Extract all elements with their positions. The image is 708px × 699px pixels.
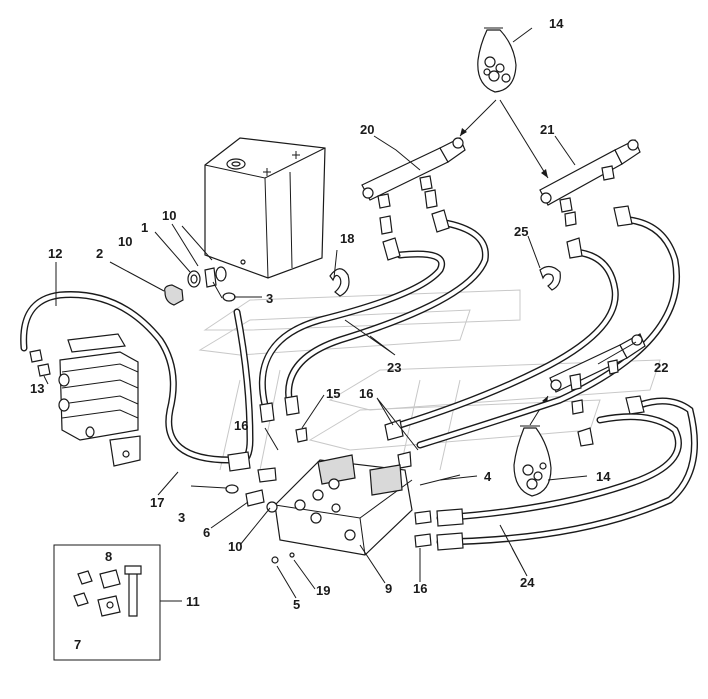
callout-numbers: 1 2 3 3 4 5 6 7 8 9 10 10 10 11 12 13 14… [30,16,668,652]
callout-4: 4 [484,469,492,484]
inset-box-11 [53,544,161,661]
callout-7: 7 [74,637,81,652]
callout-10-b: 10 [118,234,132,249]
clips [329,265,561,297]
callout-14-bottom: 14 [596,469,611,484]
callout-9: 9 [385,581,392,596]
callout-24: 24 [520,575,535,590]
callout-25: 25 [514,224,528,239]
callout-14-top: 14 [549,16,564,31]
callout-23: 23 [387,360,401,375]
callout-2: 2 [96,246,103,261]
callout-8: 8 [105,549,112,564]
cylinder-21 [539,139,641,213]
fitting-13 [29,349,51,377]
hoses-24 [414,395,698,551]
callout-20: 20 [360,122,374,137]
hose-17 [227,308,277,483]
callout-5: 5 [293,597,300,612]
callout-10-c: 10 [228,539,242,554]
callout-21: 21 [540,122,554,137]
callout-16-mid: 16 [359,386,373,401]
callout-22: 22 [654,360,668,375]
block-small-parts [225,474,461,564]
callout-16-bottom: 16 [413,581,427,596]
hoses-right-16 [384,205,680,469]
callout-6: 6 [203,525,210,540]
callout-15: 15 [326,386,340,401]
callout-17: 17 [150,495,164,510]
hose-12 [20,291,234,464]
callout-11: 11 [186,594,200,609]
tank-fitting-parts [164,266,236,306]
valve-block-9 [274,454,413,556]
leader-lines [43,27,637,602]
callout-19: 19 [316,583,330,598]
callout-18: 18 [340,231,354,246]
cylinder-20 [361,137,466,235]
callout-1: 1 [141,220,148,235]
hoses-15-23 [258,209,489,443]
callout-13: 13 [30,381,44,396]
cylinder-22 [549,333,646,393]
callout-12: 12 [48,246,62,261]
callout-3-bottom: 3 [178,510,185,525]
valve-bank-left [58,333,141,467]
callout-10-a: 10 [162,208,176,223]
callout-16-left: 16 [234,418,248,433]
oil-tank [204,137,326,279]
callout-3-top: 3 [266,291,273,306]
seal-kit-bag-top [477,27,517,93]
seal-kit-bag-lower [513,425,552,497]
